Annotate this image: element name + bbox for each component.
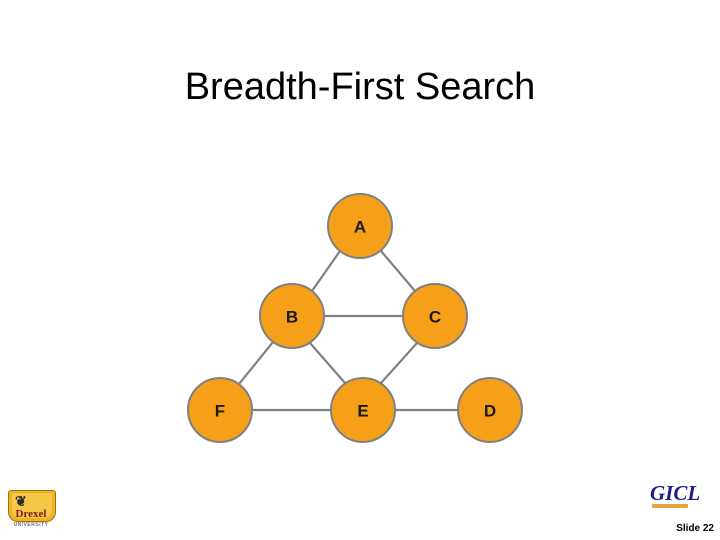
page-title: Breadth-First Search bbox=[184, 66, 536, 108]
node-b-label: B bbox=[286, 308, 298, 327]
node-e: E bbox=[330, 377, 396, 443]
edge-b-f bbox=[238, 341, 274, 385]
node-f: F bbox=[187, 377, 253, 443]
node-a-label: A bbox=[354, 218, 366, 237]
edge-a-b bbox=[311, 250, 341, 292]
gicl-wordmark: GICL bbox=[650, 481, 701, 505]
node-c-label: C bbox=[429, 308, 441, 327]
node-f-label: F bbox=[215, 402, 225, 421]
drexel-wordmark: Drexel bbox=[15, 508, 47, 520]
node-e-label: E bbox=[357, 402, 368, 421]
edge-c-e bbox=[380, 342, 418, 384]
gicl-logo: GICL bbox=[650, 481, 701, 512]
drexel-logo: ❦ Drexel UNIVERSITY bbox=[8, 490, 56, 534]
slide-number: Slide 22 bbox=[676, 523, 714, 534]
edge-b-e bbox=[309, 342, 346, 384]
edge-a-c bbox=[380, 250, 416, 292]
graph-diagram: A B C F E bbox=[170, 180, 550, 450]
graph-edges bbox=[238, 250, 458, 412]
node-b: B bbox=[259, 283, 325, 349]
node-d: D bbox=[457, 377, 523, 443]
node-c: C bbox=[402, 283, 468, 349]
graph-nodes: A B C F E bbox=[187, 193, 523, 443]
node-d-label: D bbox=[484, 402, 496, 421]
node-a: A bbox=[327, 193, 393, 259]
drexel-shield-icon bbox=[8, 490, 56, 522]
drexel-subtitle: UNIVERSITY bbox=[13, 522, 49, 528]
gicl-underline-bar bbox=[652, 504, 688, 508]
drexel-crest-icon: ❦ bbox=[15, 495, 27, 510]
